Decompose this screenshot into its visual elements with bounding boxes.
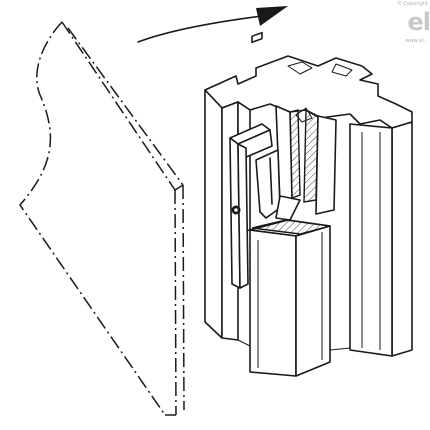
panel-icon xyxy=(19,21,185,416)
watermark-copyright: © Copyright xyxy=(396,1,428,7)
watermark-logo: el xyxy=(407,8,430,36)
watermark-url: www.el... xyxy=(405,38,428,44)
rotation-arrow-icon xyxy=(137,6,288,43)
profile-icon xyxy=(204,55,413,377)
clip-icon xyxy=(229,31,301,289)
